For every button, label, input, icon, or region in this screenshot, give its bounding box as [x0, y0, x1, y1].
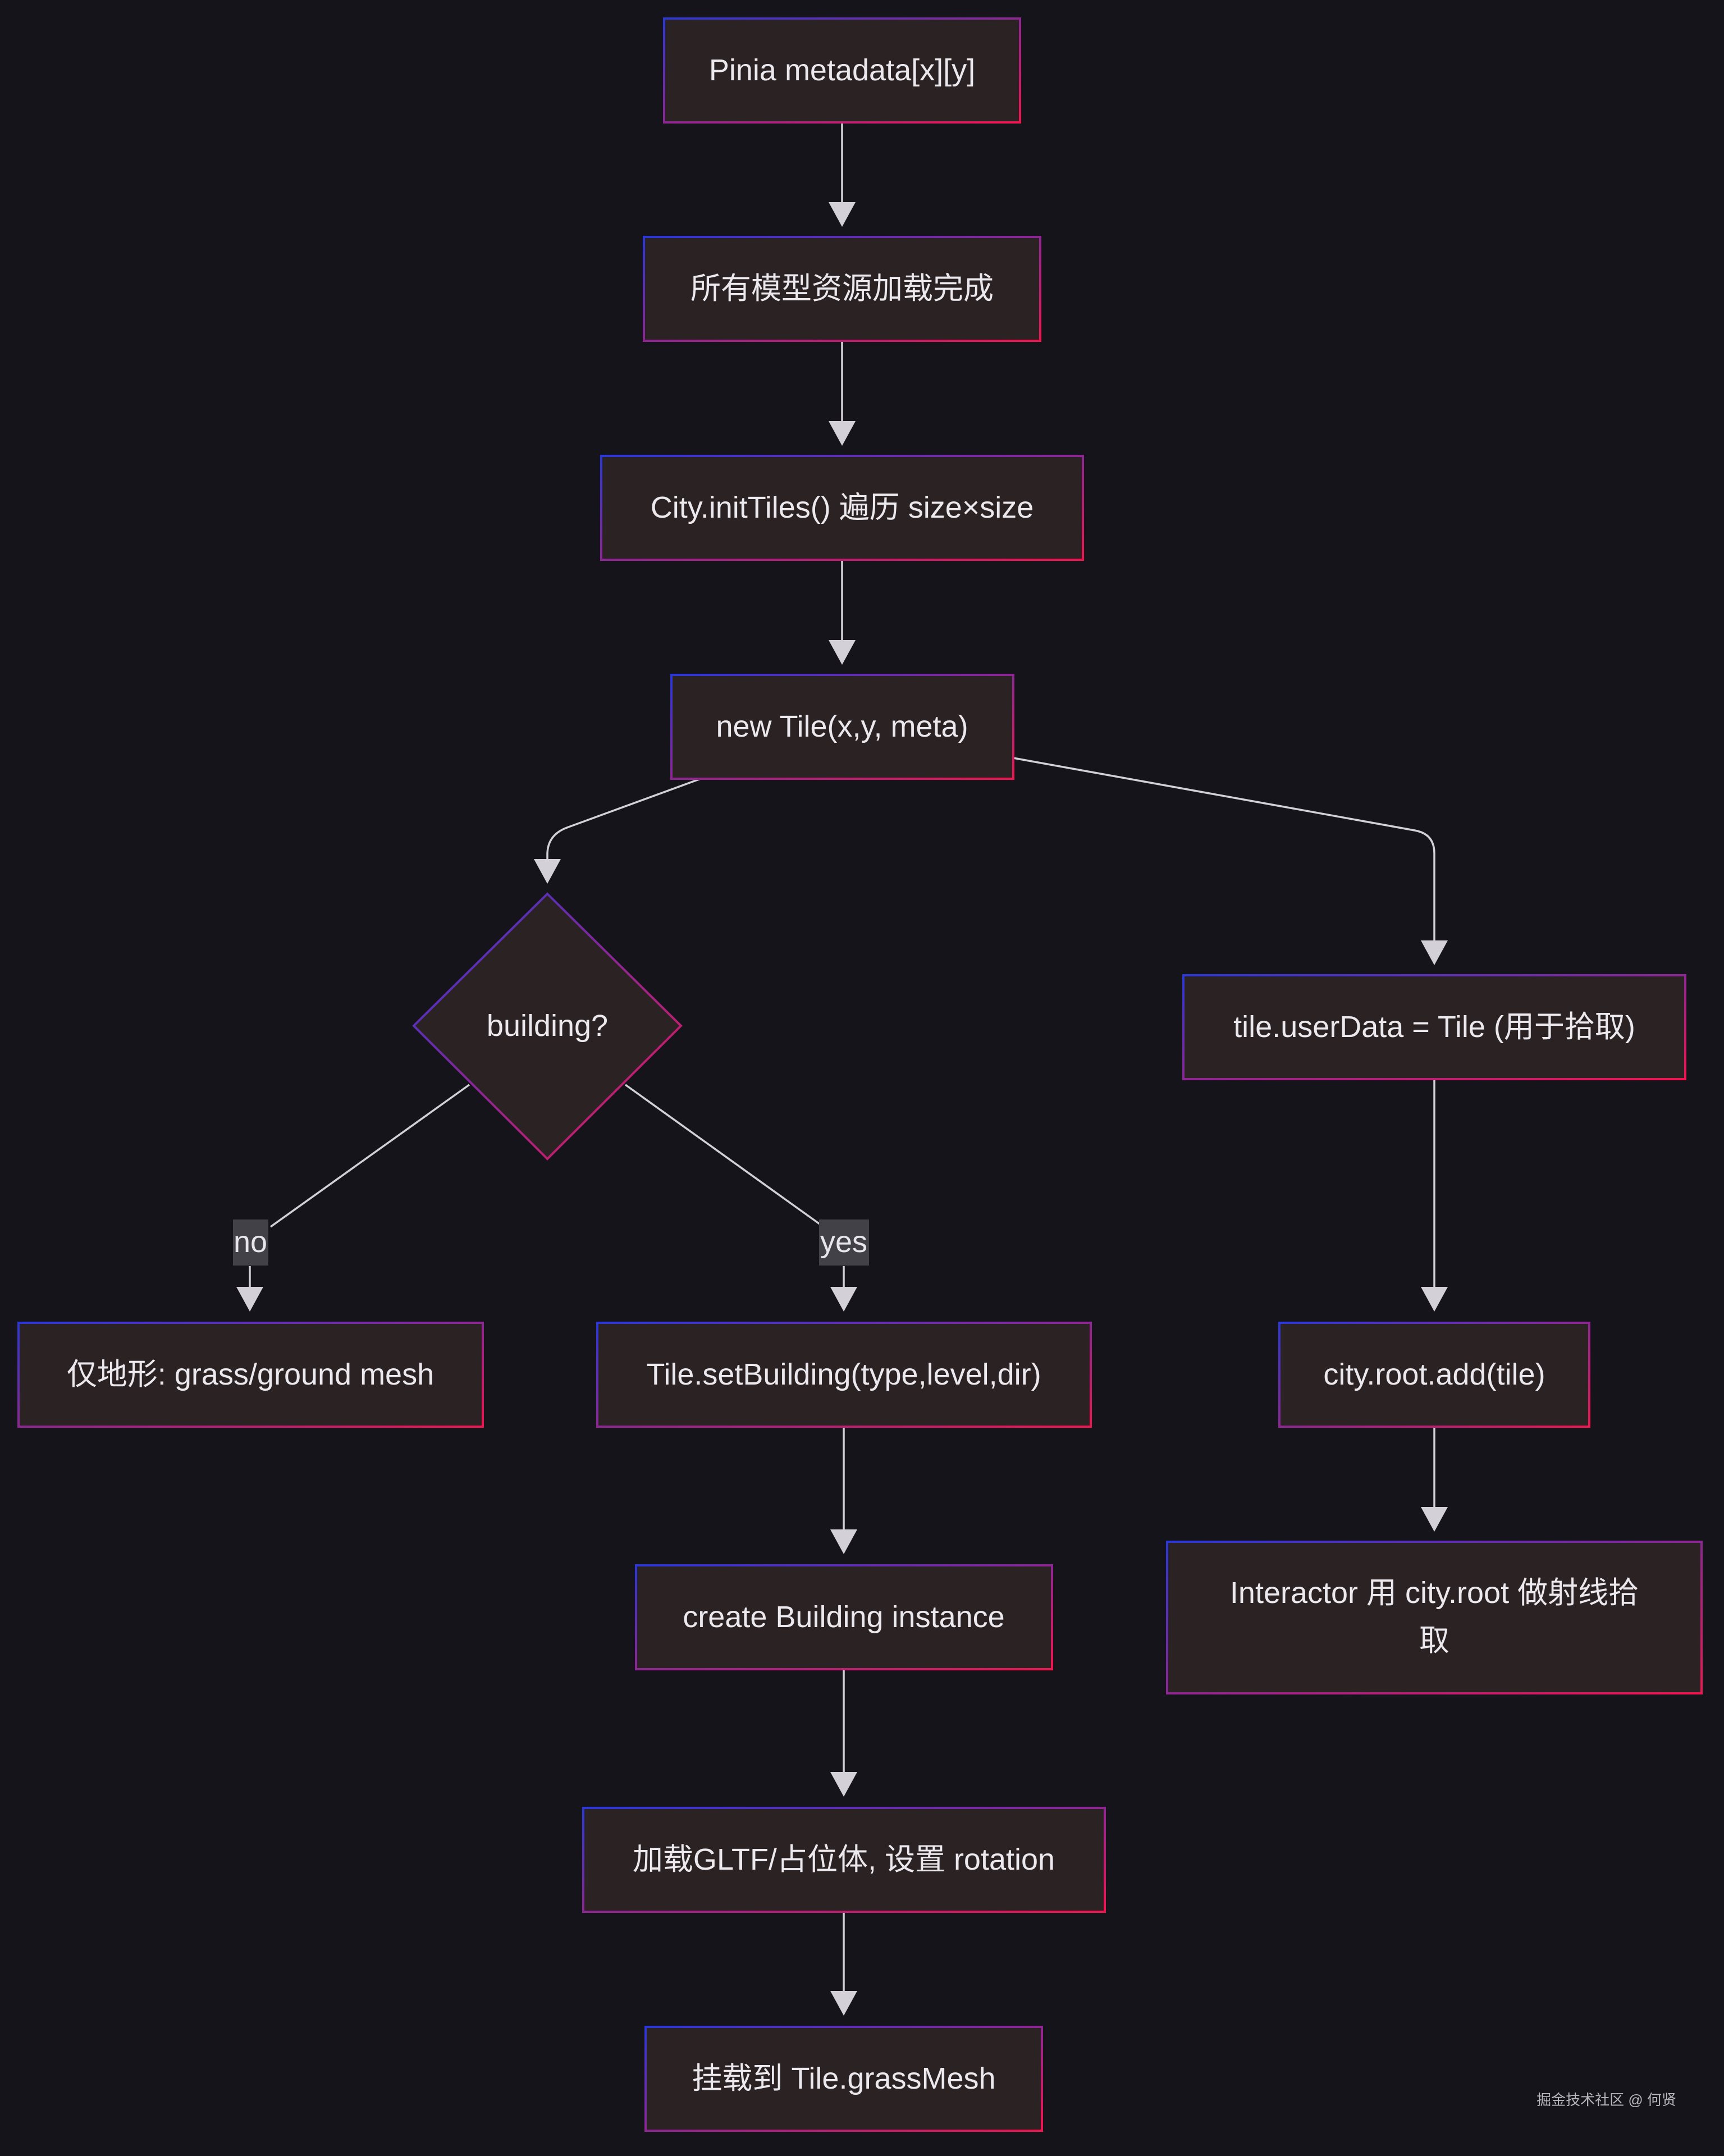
node-assets-loaded: 所有模型资源加载完成: [643, 236, 1041, 342]
node-load-gltf: 加载GLTF/占位体, 设置 rotation: [582, 1807, 1106, 1913]
edge-newtile-to-userdata: [1013, 757, 1435, 940]
node-building-decision-label: building?: [487, 1009, 608, 1043]
edge-label-no: no: [233, 1219, 268, 1266]
arrow-head: [1421, 1507, 1448, 1532]
node-pinia-metadata: Pinia metadata[x][y]: [663, 17, 1021, 124]
node-load-gltf-label: 加载GLTF/占位体, 设置 rotation: [633, 1843, 1055, 1876]
node-mount-grassmesh-label: 挂载到 Tile.grassMesh: [692, 2062, 995, 2095]
watermark: 掘金技术社区 @ 何贤: [1536, 2091, 1676, 2108]
edge-decision-to-yes: [624, 1084, 821, 1225]
arrow-head: [830, 1991, 857, 2016]
edge-label-yes: yes: [819, 1219, 869, 1266]
edges: [236, 122, 1448, 2016]
edge-label-yes-text: yes: [820, 1225, 867, 1259]
edge-label-no-text: no: [234, 1225, 267, 1259]
node-user-data-label: tile.userData = Tile (用于拾取): [1233, 1010, 1635, 1044]
node-mount-grassmesh: 挂载到 Tile.grassMesh: [644, 2026, 1043, 2132]
node-root-add: city.root.add(tile): [1278, 1322, 1590, 1428]
node-init-tiles: City.initTiles() 遍历 size×size: [600, 455, 1084, 561]
node-terrain-only-label: 仅地形: grass/ground mesh: [67, 1358, 434, 1391]
node-init-tiles-label: City.initTiles() 遍历 size×size: [651, 491, 1034, 524]
node-interactor-label-line2: 取: [1419, 1624, 1449, 1657]
arrow-head: [829, 640, 856, 665]
node-terrain-only: 仅地形: grass/ground mesh: [17, 1322, 484, 1428]
edge-decision-to-no: [269, 1084, 470, 1228]
node-interactor: Interactor 用 city.root 做射线拾 取: [1166, 1541, 1703, 1694]
node-user-data: tile.userData = Tile (用于拾取): [1182, 974, 1686, 1080]
node-set-building-label: Tile.setBuilding(type,level,dir): [646, 1358, 1041, 1391]
arrow-head: [829, 421, 856, 446]
arrow-head: [236, 1287, 263, 1312]
arrow-head: [1421, 1287, 1448, 1312]
node-create-building-label: create Building instance: [683, 1600, 1004, 1634]
arrow-head: [1421, 940, 1448, 965]
node-create-building: create Building instance: [635, 1564, 1053, 1670]
arrow-head: [830, 1287, 857, 1312]
arrow-head: [829, 202, 856, 227]
node-building-decision: building?: [412, 892, 683, 1161]
node-root-add-label: city.root.add(tile): [1323, 1358, 1545, 1391]
node-new-tile: new Tile(x,y, meta): [670, 674, 1014, 780]
node-interactor-label-line1: Interactor 用 city.root 做射线拾: [1230, 1576, 1639, 1610]
node-assets-loaded-label: 所有模型资源加载完成: [690, 272, 994, 305]
node-set-building: Tile.setBuilding(type,level,dir): [596, 1322, 1092, 1428]
edge-newtile-to-decision: [546, 778, 701, 859]
arrow-head: [830, 1529, 857, 1554]
arrow-head: [534, 859, 561, 884]
node-pinia-metadata-label: Pinia metadata[x][y]: [709, 53, 975, 87]
node-new-tile-label: new Tile(x,y, meta): [716, 710, 968, 743]
arrow-head: [830, 1772, 857, 1797]
